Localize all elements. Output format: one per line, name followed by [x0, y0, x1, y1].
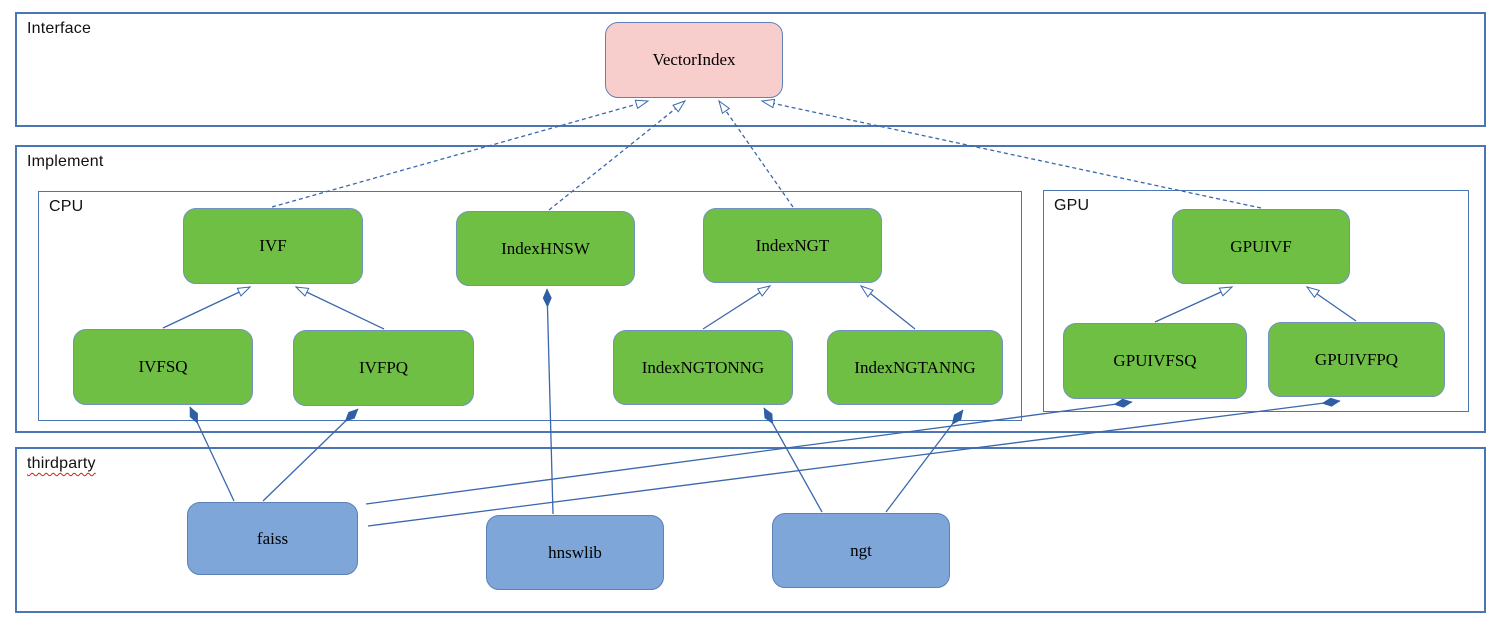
node-ngt: ngt	[772, 513, 950, 588]
node-indexngtonng-label: IndexNGTONNG	[641, 357, 765, 377]
node-faiss-label: faiss	[256, 528, 289, 548]
container-implement-label: Implement	[27, 153, 104, 170]
node-gpuivf: GPUIVF	[1172, 209, 1350, 284]
node-ivf-label: IVF	[259, 236, 287, 255]
node-gpuivfsq-label: GPUIVFSQ	[1113, 351, 1197, 370]
container-thirdparty-label: thirdparty	[27, 455, 96, 472]
node-indexngtonng: IndexNGTONNG	[613, 330, 793, 405]
node-ivf: IVF	[183, 208, 363, 284]
node-indexngtanng-label: IndexNGTANNG	[854, 357, 976, 377]
node-gpuivf-label: GPUIVF	[1230, 236, 1292, 256]
node-ngt-label: ngt	[850, 540, 872, 560]
node-ivfpq-label: IVFPQ	[358, 358, 409, 377]
node-indexngtanng: IndexNGTANNG	[827, 330, 1003, 405]
node-hnswlib-label: hnswlib	[548, 542, 602, 562]
node-indexngt: IndexNGT	[703, 208, 882, 283]
node-ivfsq-label: IVFSQ	[138, 357, 188, 376]
container-cpu-label: CPU	[49, 198, 84, 215]
container-gpu-label: GPU	[1054, 197, 1090, 214]
node-indexngt-label: IndexNGT	[755, 235, 830, 255]
node-ivfsq: IVFSQ	[73, 329, 253, 405]
node-ivfpq: IVFPQ	[293, 330, 474, 406]
node-gpuivfpq: GPUIVFPQ	[1268, 322, 1445, 397]
node-faiss: faiss	[187, 502, 358, 575]
container-interface-label: Interface	[27, 20, 92, 37]
node-indexhnsw-label: IndexHNSW	[501, 238, 590, 258]
node-hnswlib: hnswlib	[486, 515, 664, 590]
node-gpuivfpq-label: GPUIVFPQ	[1314, 349, 1399, 369]
node-vectorindex: VectorIndex	[605, 22, 783, 98]
node-vectorindex-label: VectorIndex	[652, 50, 736, 69]
node-gpuivfsq: GPUIVFSQ	[1063, 323, 1247, 399]
node-indexhnsw: IndexHNSW	[456, 211, 635, 286]
